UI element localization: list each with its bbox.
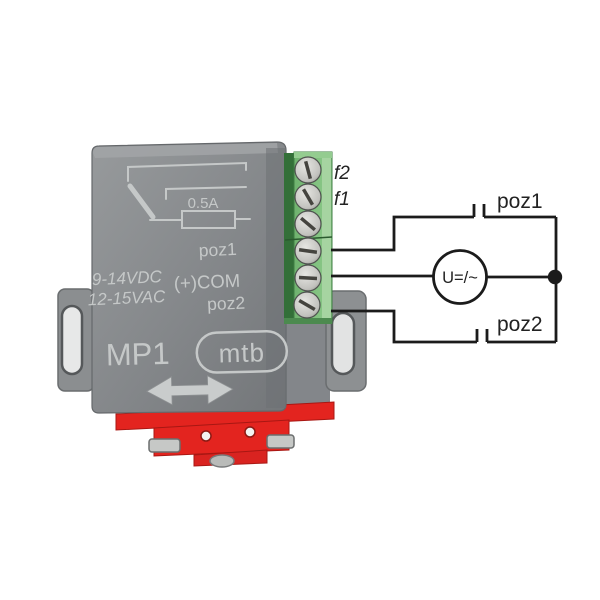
engraved-fuse-wire (149, 218, 251, 221)
ear-hole-right (330, 311, 356, 376)
wire-poz2 (331, 309, 477, 344)
mounting-ear-right (325, 290, 367, 392)
base-hole (244, 426, 256, 438)
direction-arrow-icon (145, 375, 234, 406)
body-top-bevel (93, 143, 278, 158)
model-name: MP1 (105, 336, 170, 373)
face-labels: poz1 (+)COM poz2 9-14VDC 12-15VAC (87, 239, 246, 315)
output-label-poz2: poz2 (497, 313, 543, 336)
body-right-shade (266, 148, 286, 408)
body-lower-right (286, 314, 330, 408)
terminal-screw-3 (294, 210, 322, 238)
base-hole (200, 430, 212, 442)
terminal-screw-6 (293, 291, 321, 319)
wire-poz1 (331, 215, 474, 252)
metal-clip-right (266, 434, 295, 449)
terminal-screw-1 (294, 156, 322, 184)
fuse-symbol (181, 210, 236, 229)
terminal-screw-4 (294, 237, 322, 265)
terminal-block (284, 151, 333, 324)
voltage-source-label: U=/~ (442, 269, 478, 287)
terminal-screw-2 (294, 183, 322, 211)
module-label-poz1: poz1 (198, 239, 237, 261)
terminal-screws (293, 156, 322, 319)
metal-clip-left (148, 438, 181, 453)
power-rating-ac: 12-15VAC (87, 287, 166, 309)
terminal-screw-5 (294, 264, 322, 292)
module-label-com: (+)COM (173, 270, 240, 294)
engraved-switch-lever (127, 183, 156, 220)
brand-logo: mtb (195, 329, 289, 374)
ear-hole-left (60, 304, 84, 376)
junction-dot (547, 269, 563, 285)
terminal-label-f1: f1 (334, 189, 350, 210)
wiring-schematic (331, 204, 563, 344)
terminal-label-f2: f2 (334, 163, 350, 184)
engraved-schematic (127, 161, 251, 229)
switch-contact-poz1 (472, 204, 486, 217)
branding-row: MP1 mtb (105, 329, 289, 406)
power-rating-dc: 9-14VDC (92, 267, 163, 289)
switch-contact-poz2 (475, 329, 489, 342)
engraved-contact-top (127, 161, 247, 182)
brand-logo-text: mtb (218, 337, 265, 368)
base-screw (209, 454, 235, 468)
engraved-contact-mid (165, 186, 247, 200)
output-label-poz1: poz1 (497, 190, 543, 213)
terminal-bottom-edge (284, 318, 332, 324)
module-label-poz2: poz2 (207, 293, 246, 315)
terminal-top-edge (294, 152, 332, 158)
module-body (91, 141, 287, 414)
fuse-rating-label: 0.5A (188, 195, 219, 212)
